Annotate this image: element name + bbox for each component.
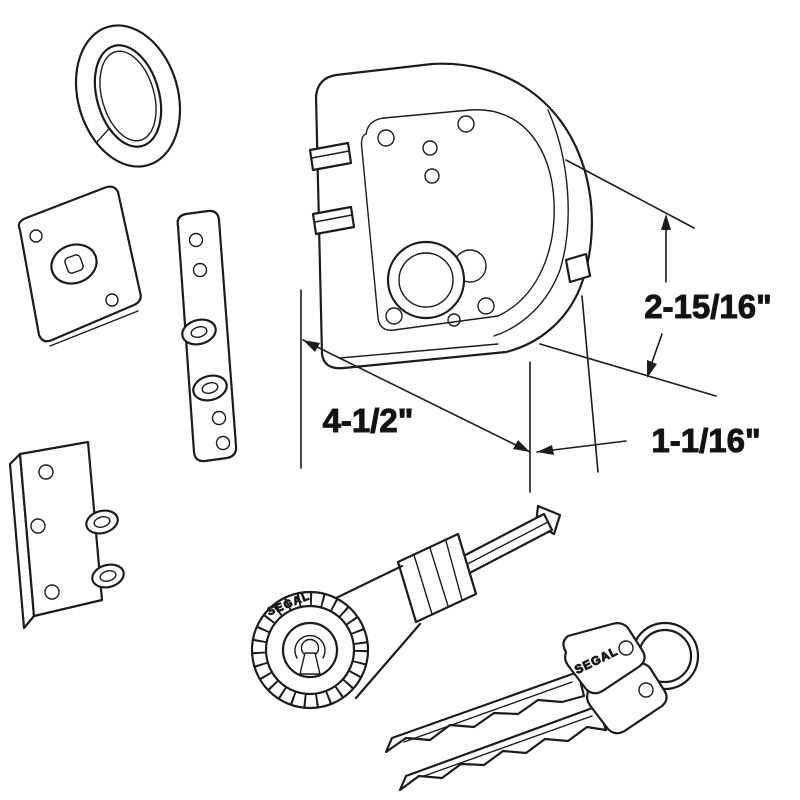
plate-screw-hole — [105, 293, 119, 307]
extension-line — [565, 159, 695, 229]
rim-cylinder: SEGAL — [250, 504, 562, 710]
lock-screw-boss — [377, 129, 395, 147]
corner-bracket — [8, 440, 125, 630]
trim-ring-inner — [93, 44, 163, 148]
plate-screw-hole — [29, 229, 43, 243]
bracket-screw-hole — [30, 518, 46, 534]
cylinder-hub-inner — [398, 252, 454, 308]
cylinder-bottom-contour — [354, 622, 422, 700]
bracket-eyelet — [85, 509, 119, 535]
lock-small-hole — [447, 313, 461, 327]
lock-body-bottom-edge — [339, 343, 499, 359]
key-front: SEGAL — [384, 622, 646, 754]
extension-line — [539, 343, 717, 397]
key-back-hole — [638, 682, 654, 698]
trim-ring — [74, 24, 182, 168]
housing-rib — [429, 547, 449, 607]
arrowhead-up — [661, 214, 671, 230]
cylinder-knurling — [252, 592, 368, 708]
plug-arc — [294, 634, 326, 659]
tailpiece-line — [455, 521, 549, 571]
width-dimension-label: 4-1/2" — [323, 402, 414, 439]
arrowhead-left — [303, 340, 320, 352]
trim-ring-inner-edge — [99, 50, 157, 142]
lock-body-thickness — [493, 109, 569, 337]
bolt-slot — [308, 141, 353, 172]
strike-eyelet — [192, 374, 228, 402]
lock-screw-boss — [457, 115, 475, 133]
lock-small-hole — [422, 140, 438, 156]
trim-ring-notch — [95, 127, 110, 144]
key-front-hole — [618, 640, 634, 656]
strike-screw-hole — [215, 435, 231, 451]
bolt-slot — [311, 205, 356, 236]
dimension-depth: 1-1/16" — [536, 295, 761, 473]
deadbolt-lock-body — [308, 62, 593, 370]
key-front-blade — [384, 670, 586, 754]
cylinder-back-housing — [396, 532, 478, 624]
spindle-hole-inner — [64, 254, 84, 274]
key-front-groove — [403, 681, 573, 743]
mounting-plate — [17, 185, 142, 347]
depth-dimension-label: 1-1/16" — [651, 422, 760, 459]
housing-rib — [445, 540, 463, 601]
strike-screw-hole — [211, 410, 227, 426]
lock-inner-panel — [360, 109, 555, 331]
lock-screw-boss — [477, 297, 495, 315]
dimension-line — [302, 339, 531, 453]
mounting-plate-outline — [17, 185, 142, 343]
cylinder-top-contour — [330, 564, 404, 602]
strike-plate — [176, 209, 238, 463]
strike-eyelet — [181, 318, 217, 346]
bolt-slot-line — [314, 214, 353, 223]
bracket-eyelet — [91, 563, 125, 589]
cylinder-plug — [281, 621, 339, 679]
spindle-hole-outer — [50, 243, 98, 285]
housing-rib — [413, 554, 433, 615]
lock-screw-boss — [385, 307, 403, 325]
bracket-screw-hole — [38, 464, 54, 480]
strike-notch — [564, 252, 592, 284]
strike-screw-hole — [192, 262, 208, 278]
dimension-width: 4-1/2" — [300, 289, 531, 493]
trim-ring-outer — [74, 24, 182, 168]
drawing-root: 2-15/16" 4-1/2" 1-1/16" SEGAL — [8, 24, 772, 792]
lock-small-hole — [424, 168, 440, 184]
key-back-groove — [423, 715, 593, 777]
arrowhead-right — [513, 440, 530, 452]
bracket-screw-hole — [44, 584, 60, 600]
arrowhead-left — [537, 445, 554, 455]
bolt-slot-line — [311, 150, 350, 159]
mounting-plate-edge — [49, 310, 139, 347]
lock-body-outline — [314, 62, 593, 370]
arrowhead-down — [647, 360, 657, 378]
strike-screw-hole — [188, 232, 204, 248]
height-dimension-label: 2-15/16" — [644, 288, 772, 325]
dimension-height: 2-15/16" — [539, 159, 772, 397]
extension-line — [581, 295, 599, 473]
bracket-front-face — [18, 440, 104, 618]
keyhole-slot — [299, 652, 321, 675]
